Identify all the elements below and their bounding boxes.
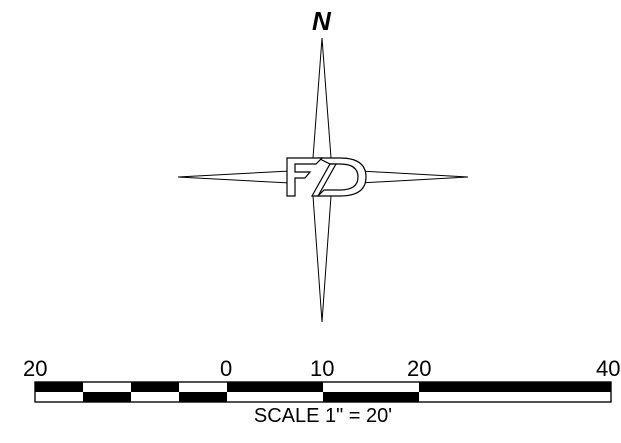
scale-caption: SCALE 1" = 20': [254, 405, 392, 427]
scale-bar-segment: [419, 382, 611, 392]
compass-rose-icon: [177, 37, 469, 323]
scale-bar-segment: [179, 392, 227, 402]
scale-bar-segment: [83, 392, 131, 402]
scale-tick-label: 20: [407, 356, 431, 381]
compass-east-point: [359, 170, 469, 184]
scale-bar-segment: [323, 392, 419, 402]
north-arrow: N FD: [177, 6, 469, 323]
north-letter: N: [312, 6, 332, 36]
scale-tick-label: 0: [220, 356, 232, 381]
scale-bar-border: [34, 381, 612, 403]
fd-logo-f: [286, 157, 324, 197]
scale-tick-label: 10: [310, 356, 334, 381]
compass-north-point: [312, 37, 332, 159]
fd-logo: [286, 157, 367, 197]
scale-tick-label: 40: [596, 356, 620, 381]
compass-west-point: [177, 170, 291, 184]
fd-logo-slash: [310, 163, 338, 197]
scale-bar-segment: [131, 382, 179, 392]
compass-south-point: [312, 195, 332, 323]
scale-bar-segment: [35, 382, 83, 392]
scale-bar: 20 0 10 20 40 SCALE 1" = 20': [23, 356, 620, 427]
fd-logo-d: [316, 157, 367, 197]
scale-bar-segment: [227, 382, 323, 392]
scale-tick-label: 20: [23, 356, 47, 381]
